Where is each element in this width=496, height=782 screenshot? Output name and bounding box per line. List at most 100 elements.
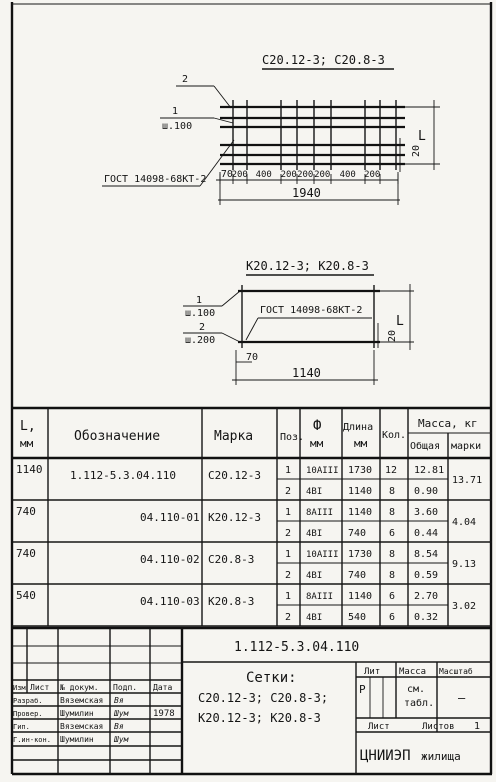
callout-2b: 2 (199, 322, 205, 333)
cell-phi: 8АIII (306, 592, 333, 602)
header-mass-total: Общая (410, 440, 440, 452)
cell-mass: 0.44 (414, 528, 438, 539)
cell-pos: 1 (285, 507, 291, 518)
person-role: Провер. (13, 710, 43, 718)
stamp-list: Лист (368, 722, 390, 732)
cell-mark-mass: 3.02 (452, 601, 476, 612)
cell-length: 1730 (348, 465, 372, 476)
cell-mass: 3.60 (414, 507, 438, 518)
cell-qty: 12 (385, 465, 397, 476)
cell-qty: 6 (389, 528, 395, 539)
person-signature: Шум (113, 709, 130, 718)
dim-total: 1940 (292, 186, 321, 200)
stamp-scale-value: — (458, 691, 466, 705)
dim-segment: 200 (364, 170, 380, 180)
person-name: Шумилин (60, 735, 94, 744)
dim-segment: 70 (221, 169, 233, 180)
cell-length: 740 (348, 528, 366, 539)
stamp-listov-value: 1 (474, 721, 480, 732)
org-name: ЦНИИЭП (360, 748, 411, 764)
dim-segment: 200 (281, 170, 297, 180)
stamp-massa: Масса (399, 667, 426, 677)
cell-phi: 10АIII (306, 466, 339, 476)
header-L-unit: мм (20, 437, 34, 450)
cell-phi: 8АIII (306, 508, 333, 518)
cell-length: 1140 (348, 486, 372, 497)
cell-length: 1140 (348, 591, 372, 602)
header-phi: Ф (313, 418, 321, 434)
person-role: Разраб. (13, 697, 43, 705)
header-qty: Кол. (382, 430, 406, 441)
cell-designation: 04.110-03 (140, 595, 200, 608)
person-name: Шумилин (60, 709, 94, 718)
cell-mark-mass: 9.13 (452, 559, 476, 570)
header-mass: Масса, кг (418, 417, 478, 430)
person-role: Гип. (13, 723, 30, 731)
gost-label: ГОСТ 14098-68КТ-2 (104, 174, 206, 185)
stamp-listov: Листов (422, 722, 455, 732)
stamp-head-izm: Изм (13, 684, 26, 692)
stamp-head-doc: № докум. (59, 683, 99, 692)
cell-length: 1140 (348, 507, 372, 518)
cell-L: 1140 (16, 463, 43, 476)
callout-spacing: ш.100 (162, 121, 192, 132)
stamp-mass-value-2: табл. (404, 697, 434, 709)
title-line-2: К20.12-3; К20.8-3 (198, 711, 321, 725)
cell-pos: 2 (285, 486, 291, 497)
cell-L: 740 (16, 505, 36, 518)
callout-2: 2 (182, 74, 188, 85)
header-mass-mark: марки (451, 441, 481, 452)
cell-length: 1730 (348, 549, 372, 560)
header-L: L, (20, 419, 36, 434)
drawing-mesh-k: К20.12-3; К20.8-3 1 ш.100 2 ш.200 ГОСТ 1… (183, 259, 414, 385)
dim-70: 70 (246, 352, 258, 363)
doc-code: 1.112-5.3.04.110 (234, 640, 359, 655)
header-designation: Обозначение (74, 429, 160, 444)
cell-designation: 04.110-02 (140, 553, 200, 566)
sheet-frame (10, 2, 493, 776)
cell-pos: 1 (285, 549, 291, 560)
cell-mass: 12.81 (414, 465, 444, 476)
cell-qty: 8 (389, 570, 395, 581)
cell-pos: 1 (285, 465, 291, 476)
cell-mark: С20.12-3 (208, 469, 261, 482)
cell-designation: 04.110-01 (140, 511, 200, 524)
cell-qty: 6 (389, 591, 395, 602)
cell-qty: 8 (389, 486, 395, 497)
cell-L: 740 (16, 547, 36, 560)
person-date: 1978 (153, 709, 175, 719)
dim-segment: 200 (314, 170, 330, 180)
cell-phi: 10АIII (306, 550, 339, 560)
cell-designation: 1.112-5.3.04.110 (70, 469, 176, 482)
cell-mass: 0.32 (414, 612, 438, 623)
cell-phi: 4ВI (306, 613, 322, 623)
title-line-1: С20.12-3; С20.8-3; (198, 691, 328, 705)
specification-table: L, мм Обозначение Марка Поз. Ф мм Длина … (12, 406, 492, 627)
cell-length: 740 (348, 570, 366, 581)
callout-spacing-1: ш.100 (185, 308, 215, 319)
dim-segment: 400 (340, 170, 356, 180)
cell-mass: 0.59 (414, 570, 438, 581)
header-mark: Марка (214, 429, 253, 444)
cell-qty: 6 (389, 612, 395, 623)
drawing1-title: С20.12-3; С20.8-3 (262, 53, 385, 67)
dim-segment: 200 (297, 170, 313, 180)
cell-pos: 2 (285, 570, 291, 581)
callout-spacing-2: ш.200 (185, 335, 215, 346)
stamp-head-list: Лист (30, 683, 49, 692)
dim-segment: 400 (256, 170, 272, 180)
header-phi-unit: мм (310, 437, 324, 450)
dim-L: L (418, 129, 426, 144)
cell-qty: 8 (389, 507, 395, 518)
dim-L-2: L (396, 314, 404, 329)
stamp-head-date: Дата (153, 683, 172, 692)
callout-1: 1 (172, 106, 178, 117)
cell-L: 540 (16, 589, 36, 602)
cell-pos: 1 (285, 591, 291, 602)
drawing2-title: К20.12-3; К20.8-3 (246, 259, 369, 273)
stamp-mass-value-1: см. (407, 684, 425, 695)
stamp-head-sign: Подп. (113, 683, 137, 692)
stamp-lit-value: Р (359, 683, 366, 696)
